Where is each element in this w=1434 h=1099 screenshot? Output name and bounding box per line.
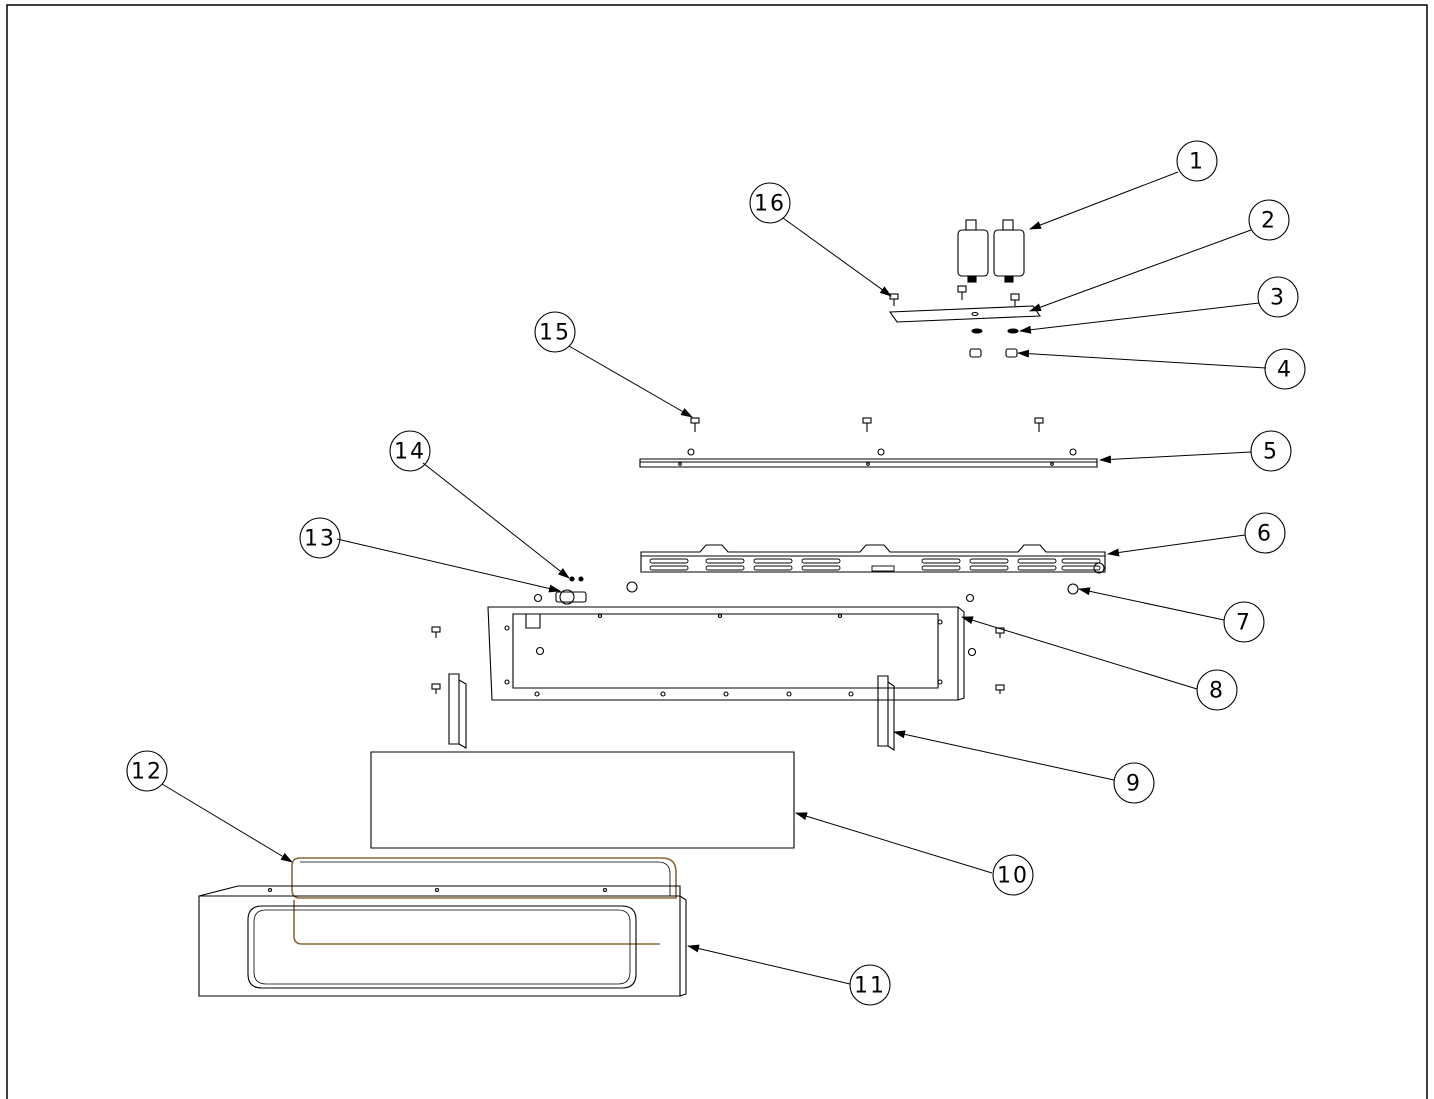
main-housing-part xyxy=(431,593,1005,701)
leader-lines xyxy=(161,171,1267,985)
callout-9-balloon xyxy=(1113,762,1155,804)
washer-part xyxy=(971,328,1019,334)
callout-3-label: 3 xyxy=(1270,286,1286,311)
callout-7-balloon xyxy=(1223,601,1265,643)
callout-5-label: 5 xyxy=(1263,440,1279,465)
callout-11-label: 11 xyxy=(854,974,886,999)
callout-15-balloon xyxy=(534,311,576,353)
callout-10-balloon xyxy=(992,854,1034,896)
callout-11-balloon xyxy=(849,964,891,1006)
small-screw-part xyxy=(569,576,584,582)
capacitor-part xyxy=(957,219,1025,306)
top-rail-part xyxy=(639,448,1098,468)
callout-3-balloon xyxy=(1257,276,1299,318)
callout-10-label: 10 xyxy=(997,864,1029,889)
callout-9-label: 9 xyxy=(1126,772,1142,797)
callout-4-balloon xyxy=(1264,348,1306,390)
callout-2-label: 2 xyxy=(1261,209,1277,234)
callout-14-label: 14 xyxy=(394,440,426,465)
rail-screw-part xyxy=(690,417,1044,432)
nut-part xyxy=(969,348,1018,358)
front-frame-part xyxy=(198,885,687,997)
callout-8-balloon xyxy=(1196,669,1238,711)
callout-8-label: 8 xyxy=(1209,679,1225,704)
callout-16-label: 16 xyxy=(754,192,786,217)
gasket-part xyxy=(291,857,677,945)
callout-6-balloon xyxy=(1244,512,1286,554)
callout-1-balloon xyxy=(1176,140,1218,182)
callout-4-label: 4 xyxy=(1277,358,1293,383)
callout-12-balloon xyxy=(126,750,168,792)
louvered-panel-part xyxy=(640,544,1106,574)
callout-16-balloon xyxy=(749,182,791,224)
plug-button-part xyxy=(626,581,1079,595)
callout-13-balloon xyxy=(299,517,341,559)
callout-13-label: 13 xyxy=(304,527,336,552)
side-bracket-part xyxy=(448,673,895,752)
callout-2-balloon xyxy=(1248,199,1290,241)
callout-6-label: 6 xyxy=(1257,522,1273,547)
front-cover-sheet-part xyxy=(370,751,795,849)
switch-part xyxy=(533,589,587,605)
callout-5-balloon xyxy=(1250,430,1292,472)
plate-screw-part xyxy=(889,293,899,306)
callout-12-label: 12 xyxy=(131,760,163,785)
mounting-plate-part xyxy=(888,305,1042,323)
callout-14-balloon xyxy=(389,430,431,472)
callout-15-label: 15 xyxy=(539,321,571,346)
callout-balloons xyxy=(126,140,1306,1006)
callout-7-label: 7 xyxy=(1236,611,1252,636)
callout-1-label: 1 xyxy=(1189,150,1205,175)
drawing-border xyxy=(6,4,1428,1099)
